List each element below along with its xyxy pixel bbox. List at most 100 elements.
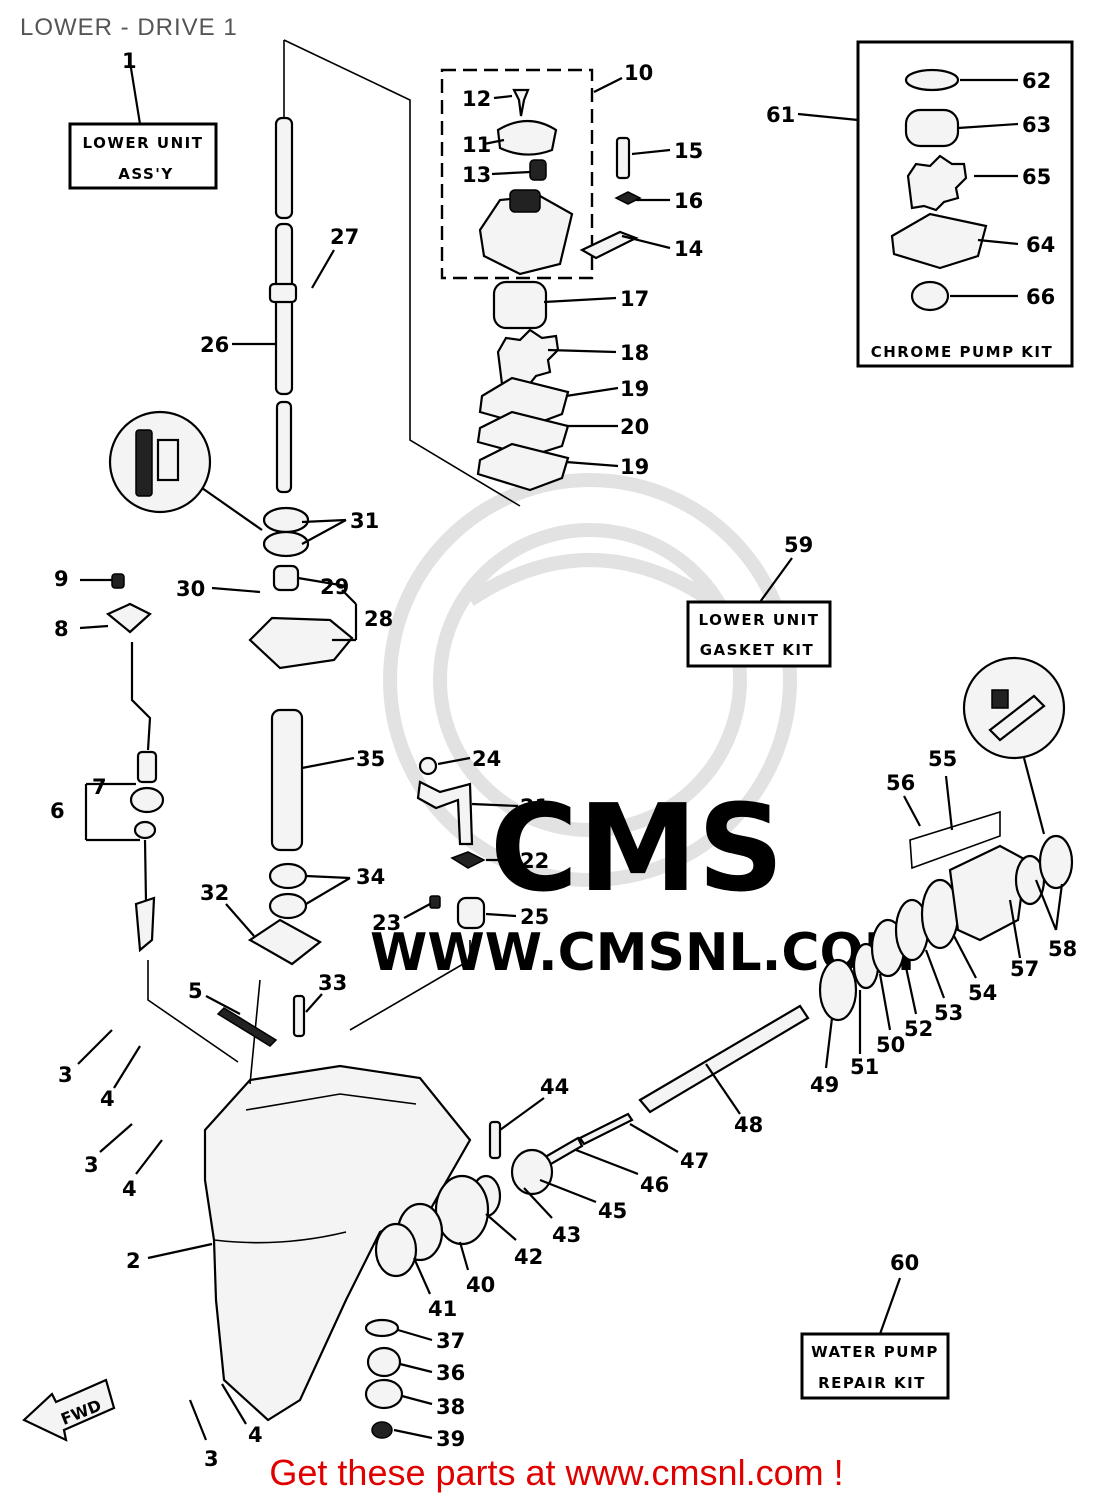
callout-58: 58 (1048, 937, 1077, 961)
gasket-kit-line1: LOWER UNIT (699, 611, 820, 629)
assembly-guide-lines (147, 39, 1001, 1085)
lower-unit-assy-line1: LOWER UNIT (83, 134, 204, 152)
page-title: LOWER - DRIVE 1 (20, 14, 238, 41)
callout-35: 35 (356, 747, 385, 771)
callout-49: 49 (810, 1073, 839, 1097)
callout-31: 31 (350, 509, 379, 533)
callout-7: 7 (92, 775, 107, 799)
callout-37: 37 (436, 1329, 465, 1353)
callout-22: 22 (520, 849, 549, 873)
footer-link-text[interactable]: Get these parts at www.cmsnl.com ! (269, 1452, 844, 1493)
callout-61: 61 (766, 103, 795, 127)
callout-63: 63 (1022, 113, 1051, 137)
lower-unit-assy-box: LOWER UNIT ASS'Y (68, 122, 218, 190)
callout-65: 65 (1022, 165, 1051, 189)
callout-32: 32 (200, 881, 229, 905)
callout-3: 3 (204, 1447, 219, 1471)
lower-unit-gasket-kit-box: LOWER UNIT GASKET KIT (686, 600, 832, 668)
shift-rod-parts (105, 573, 165, 953)
callout-28: 28 (364, 607, 393, 631)
callout-29: 29 (320, 575, 349, 599)
callout-56: 56 (886, 771, 915, 795)
callout-64: 64 (1026, 233, 1055, 257)
callout-16: 16 (674, 189, 703, 213)
callout-33: 33 (318, 971, 347, 995)
callout-3: 3 (58, 1063, 73, 1087)
callout-3: 3 (84, 1153, 99, 1177)
callout-53: 53 (934, 1001, 963, 1025)
callout-numbers: 1 2 3 3 3 4 4 4 5 6 7 8 9 10 11 12 13 14… (50, 49, 1077, 1471)
callout-15: 15 (674, 139, 703, 163)
callout-11: 11 (462, 133, 491, 157)
lower-case-housing (203, 1064, 472, 1422)
callout-5: 5 (188, 979, 203, 1003)
callout-25: 25 (520, 905, 549, 929)
chrome-pump-kit-box: CHROME PUMP KIT (856, 40, 1074, 368)
fwd-arrow: FWD (22, 1378, 116, 1442)
callout-46: 46 (640, 1173, 669, 1197)
callout-34: 34 (356, 865, 385, 889)
callout-38: 38 (436, 1395, 465, 1419)
lower-unit-assy-line2: ASS'Y (118, 165, 174, 183)
pump-housing-group-outline (440, 68, 594, 280)
callout-4: 4 (100, 1087, 115, 1111)
detail-circle-oil-seal (108, 410, 212, 514)
callout-66: 66 (1026, 285, 1055, 309)
callout-55: 55 (928, 747, 957, 771)
callout-4: 4 (122, 1177, 137, 1201)
callout-47: 47 (680, 1149, 709, 1173)
detail-circle-seal (962, 656, 1066, 760)
callout-14: 14 (674, 237, 703, 261)
callout-19: 19 (620, 455, 649, 479)
water-pump-parts (476, 88, 642, 492)
callout-4: 4 (248, 1423, 263, 1447)
callout-44: 44 (540, 1075, 569, 1099)
gasket-kit-line2: GASKET KIT (700, 641, 815, 659)
repair-kit-line1: WATER PUMP (811, 1343, 939, 1361)
callout-48: 48 (734, 1113, 763, 1137)
callout-36: 36 (436, 1361, 465, 1385)
callout-18: 18 (620, 341, 649, 365)
drive-shaft-parts (247, 116, 354, 1038)
callout-26: 26 (200, 333, 229, 357)
callout-21: 21 (520, 795, 549, 819)
callout-13: 13 (462, 163, 491, 187)
cms-watermark: CMS WWW.CMSNL.COM (370, 473, 915, 983)
callout-2: 2 (126, 1249, 141, 1273)
callout-19: 19 (620, 377, 649, 401)
callout-50: 50 (876, 1033, 905, 1057)
callout-8: 8 (54, 617, 69, 641)
callout-45: 45 (598, 1199, 627, 1223)
water-tube-parts (416, 756, 486, 930)
callout-43: 43 (552, 1223, 581, 1247)
callout-52: 52 (904, 1017, 933, 1041)
callout-30: 30 (176, 577, 205, 601)
callout-1: 1 (122, 49, 137, 73)
callout-59: 59 (784, 533, 813, 557)
callout-54: 54 (968, 981, 997, 1005)
callout-6: 6 (50, 799, 65, 823)
callout-60: 60 (890, 1251, 919, 1275)
callout-12: 12 (462, 87, 491, 111)
propeller-shaft-parts (364, 834, 1074, 1439)
callout-57: 57 (1010, 957, 1039, 981)
chrome-pump-kit-label: CHROME PUMP KIT (871, 343, 1054, 361)
callout-51: 51 (850, 1055, 879, 1079)
watermark-brand: CMS (490, 780, 784, 919)
callout-42: 42 (514, 1245, 543, 1269)
repair-kit-line2: REPAIR KIT (818, 1374, 926, 1392)
callout-17: 17 (620, 287, 649, 311)
callout-62: 62 (1022, 69, 1051, 93)
chrome-pump-kit-parts (890, 68, 988, 312)
callout-leader-lines (77, 77, 1064, 1441)
callout-24: 24 (472, 747, 501, 771)
water-pump-repair-kit-box: WATER PUMP REPAIR KIT (800, 1332, 950, 1400)
callout-27: 27 (330, 225, 359, 249)
callout-41: 41 (428, 1297, 457, 1321)
callout-39: 39 (436, 1427, 465, 1451)
callout-40: 40 (466, 1273, 495, 1297)
callout-20: 20 (620, 415, 649, 439)
callout-23: 23 (372, 911, 401, 935)
callout-10: 10 (624, 61, 653, 85)
